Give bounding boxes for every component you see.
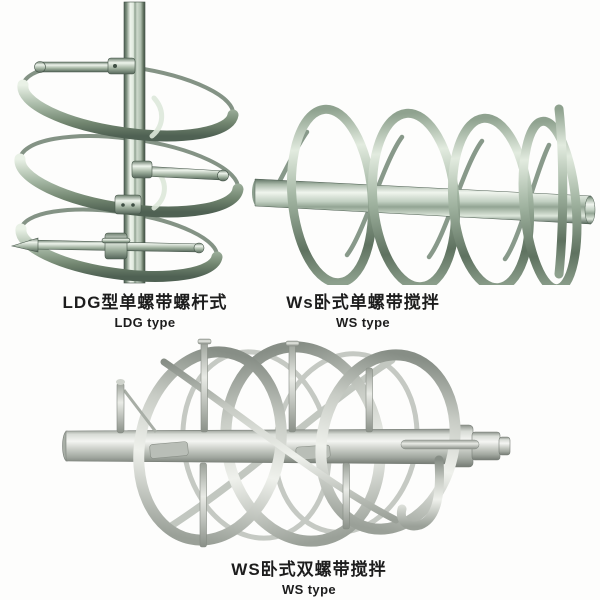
caption-ws-single-en: WS type xyxy=(335,315,391,330)
inner-ribbon-front xyxy=(160,358,400,524)
caption-ws-double-en: WS type xyxy=(281,582,337,597)
ws-single-mixer-illustration xyxy=(252,104,596,294)
caption-ws-double: WS卧式双螺带搅拌 WS type xyxy=(189,560,429,598)
figure-ldg-vertical-mixer xyxy=(2,0,260,290)
caption-ldg-zh: LDG型单螺带螺杆式 xyxy=(62,293,228,312)
ribbon-clamp xyxy=(114,194,142,215)
support-posts xyxy=(197,338,373,548)
horizontal-shaft xyxy=(252,178,596,225)
ws-double-mixer-illustration xyxy=(62,338,511,548)
left-pin xyxy=(116,379,158,434)
bottom-support-arm xyxy=(10,232,205,260)
front-ribbon-loops xyxy=(133,346,461,546)
ribbon-folds xyxy=(149,95,167,211)
top-support-arm xyxy=(34,57,136,75)
right-pin xyxy=(400,439,480,450)
ribbon-end-plate xyxy=(554,104,568,279)
caption-ldg-en: LDG type xyxy=(114,315,176,330)
ldg-mixer-illustration xyxy=(10,1,244,284)
caption-ws-single-zh: Ws卧式单螺带搅拌 xyxy=(286,293,440,312)
caption-ldg: LDG型单螺带螺杆式 LDG type xyxy=(25,293,265,331)
figure-ws-single-ribbon-mixer xyxy=(252,85,598,294)
ribbon-j-hook xyxy=(396,455,444,531)
middle-support-arm xyxy=(131,160,229,182)
caption-ws-single: Ws卧式单螺带搅拌 WS type xyxy=(243,293,483,331)
caption-ws-double-zh: WS卧式双螺带搅拌 xyxy=(231,560,387,579)
figure-ws-double-ribbon-mixer xyxy=(60,330,540,558)
